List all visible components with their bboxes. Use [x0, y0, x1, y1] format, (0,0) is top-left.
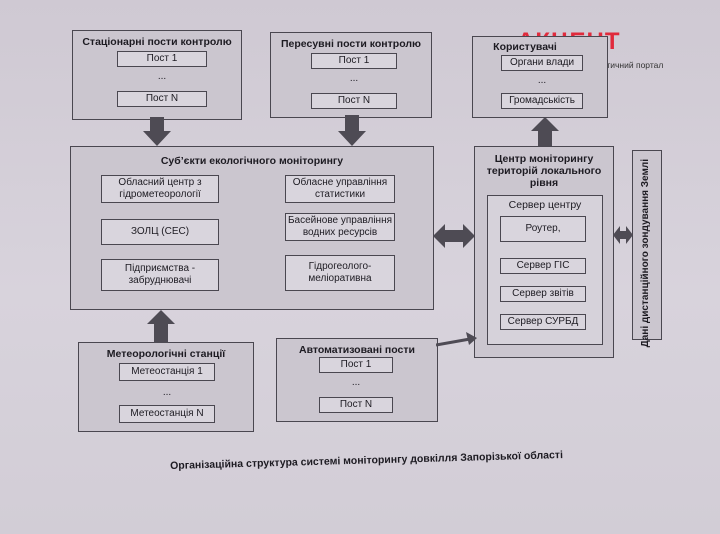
automated-post-n: Пост N	[319, 397, 393, 413]
arrow-stationary-to-subjects	[143, 117, 171, 146]
stationary-posts-box: Стаціонарні пости контролю Пост 1 ... По…	[72, 30, 242, 120]
mobile-post-1: Пост 1	[311, 53, 397, 69]
automated-posts-box: Автоматизовані пости Пост 1 ... Пост N	[276, 338, 438, 422]
server-reports: Сервер звітів	[500, 286, 586, 302]
server-dbms: Сервер СУРБД	[500, 314, 586, 330]
arrow-automated-to-center	[436, 332, 477, 347]
monitoring-center-box: Центр моніторингу територій локального р…	[474, 146, 614, 358]
automated-posts-title: Автоматизовані пости	[298, 344, 415, 356]
monitoring-subjects-title: Суб’єкти екологічного моніторингу	[160, 155, 344, 167]
monitoring-center-title: Центр моніторингу територій локального р…	[486, 153, 602, 189]
subject-hydrogeology: Гідрогеолого-меліоративна	[285, 255, 395, 291]
subject-polluters: Підприємства - забруднювачі	[101, 259, 219, 291]
subject-statistics-dept: Обласне управління статистики	[285, 175, 395, 203]
monitoring-subjects-box: Суб’єкти екологічного моніторингу Обласн…	[70, 146, 434, 310]
mobile-dots: ...	[349, 73, 359, 84]
arrow-center-to-consumers	[531, 117, 559, 146]
subject-hydromet-center: Обласний центр з гідрометеорології	[101, 175, 219, 203]
automated-dots: ...	[351, 377, 361, 388]
stationary-posts-title: Стаціонарні пости контролю	[82, 36, 232, 48]
mobile-post-n: Пост N	[311, 93, 397, 109]
automated-post-1: Пост 1	[319, 357, 393, 373]
arrow-meteo-to-subjects	[147, 310, 175, 343]
arrow-mobile-to-subjects	[338, 115, 366, 146]
subject-zolc-ses: ЗОЛЦ (СЕС)	[101, 219, 219, 245]
meteo-station-1: Метеостанція 1	[119, 363, 215, 381]
remote-sensing-label: Дані дистанційного зондування Землі	[640, 159, 651, 348]
server-gis: Сервер ГІС	[500, 258, 586, 274]
figure-caption: Організаційна структура системі монітори…	[170, 449, 564, 472]
arrow-subjects-center-bidirectional	[433, 224, 475, 248]
consumers-authorities: Органи влади	[501, 55, 583, 71]
mobile-posts-box: Пересувні пости контролю Пост 1 ... Пост…	[270, 32, 432, 118]
center-server-title: Сервер центру	[508, 199, 582, 211]
meteo-stations-title: Метеорологічні станції	[106, 348, 226, 360]
center-server-box: Сервер центру Роутер, Сервер ГІС Сервер …	[487, 195, 603, 345]
consumers-dots: ...	[537, 75, 547, 86]
mobile-posts-title: Пересувні пости контролю	[280, 38, 421, 50]
remote-sensing-box: Дані дистанційного зондування Землі	[632, 150, 662, 347]
arrow-center-remote-bidirectional	[613, 226, 633, 244]
meteo-stations-box: Метеорологічні станції Метеостанція 1 ..…	[78, 342, 254, 432]
stationary-post-1: Пост 1	[117, 51, 207, 67]
consumers-box: Користувачі Органи влади ... Громадськіс…	[472, 36, 608, 118]
subject-water-resources: Басейнове управління водних ресурсів	[285, 213, 395, 241]
consumers-title: Користувачі	[493, 41, 557, 53]
meteo-dots: ...	[162, 387, 172, 398]
stationary-dots: ...	[157, 71, 167, 82]
stationary-post-n: Пост N	[117, 91, 207, 107]
consumers-public: Громадськість	[501, 93, 583, 109]
meteo-station-n: Метеостанція N	[119, 405, 215, 423]
server-router: Роутер,	[500, 216, 586, 242]
